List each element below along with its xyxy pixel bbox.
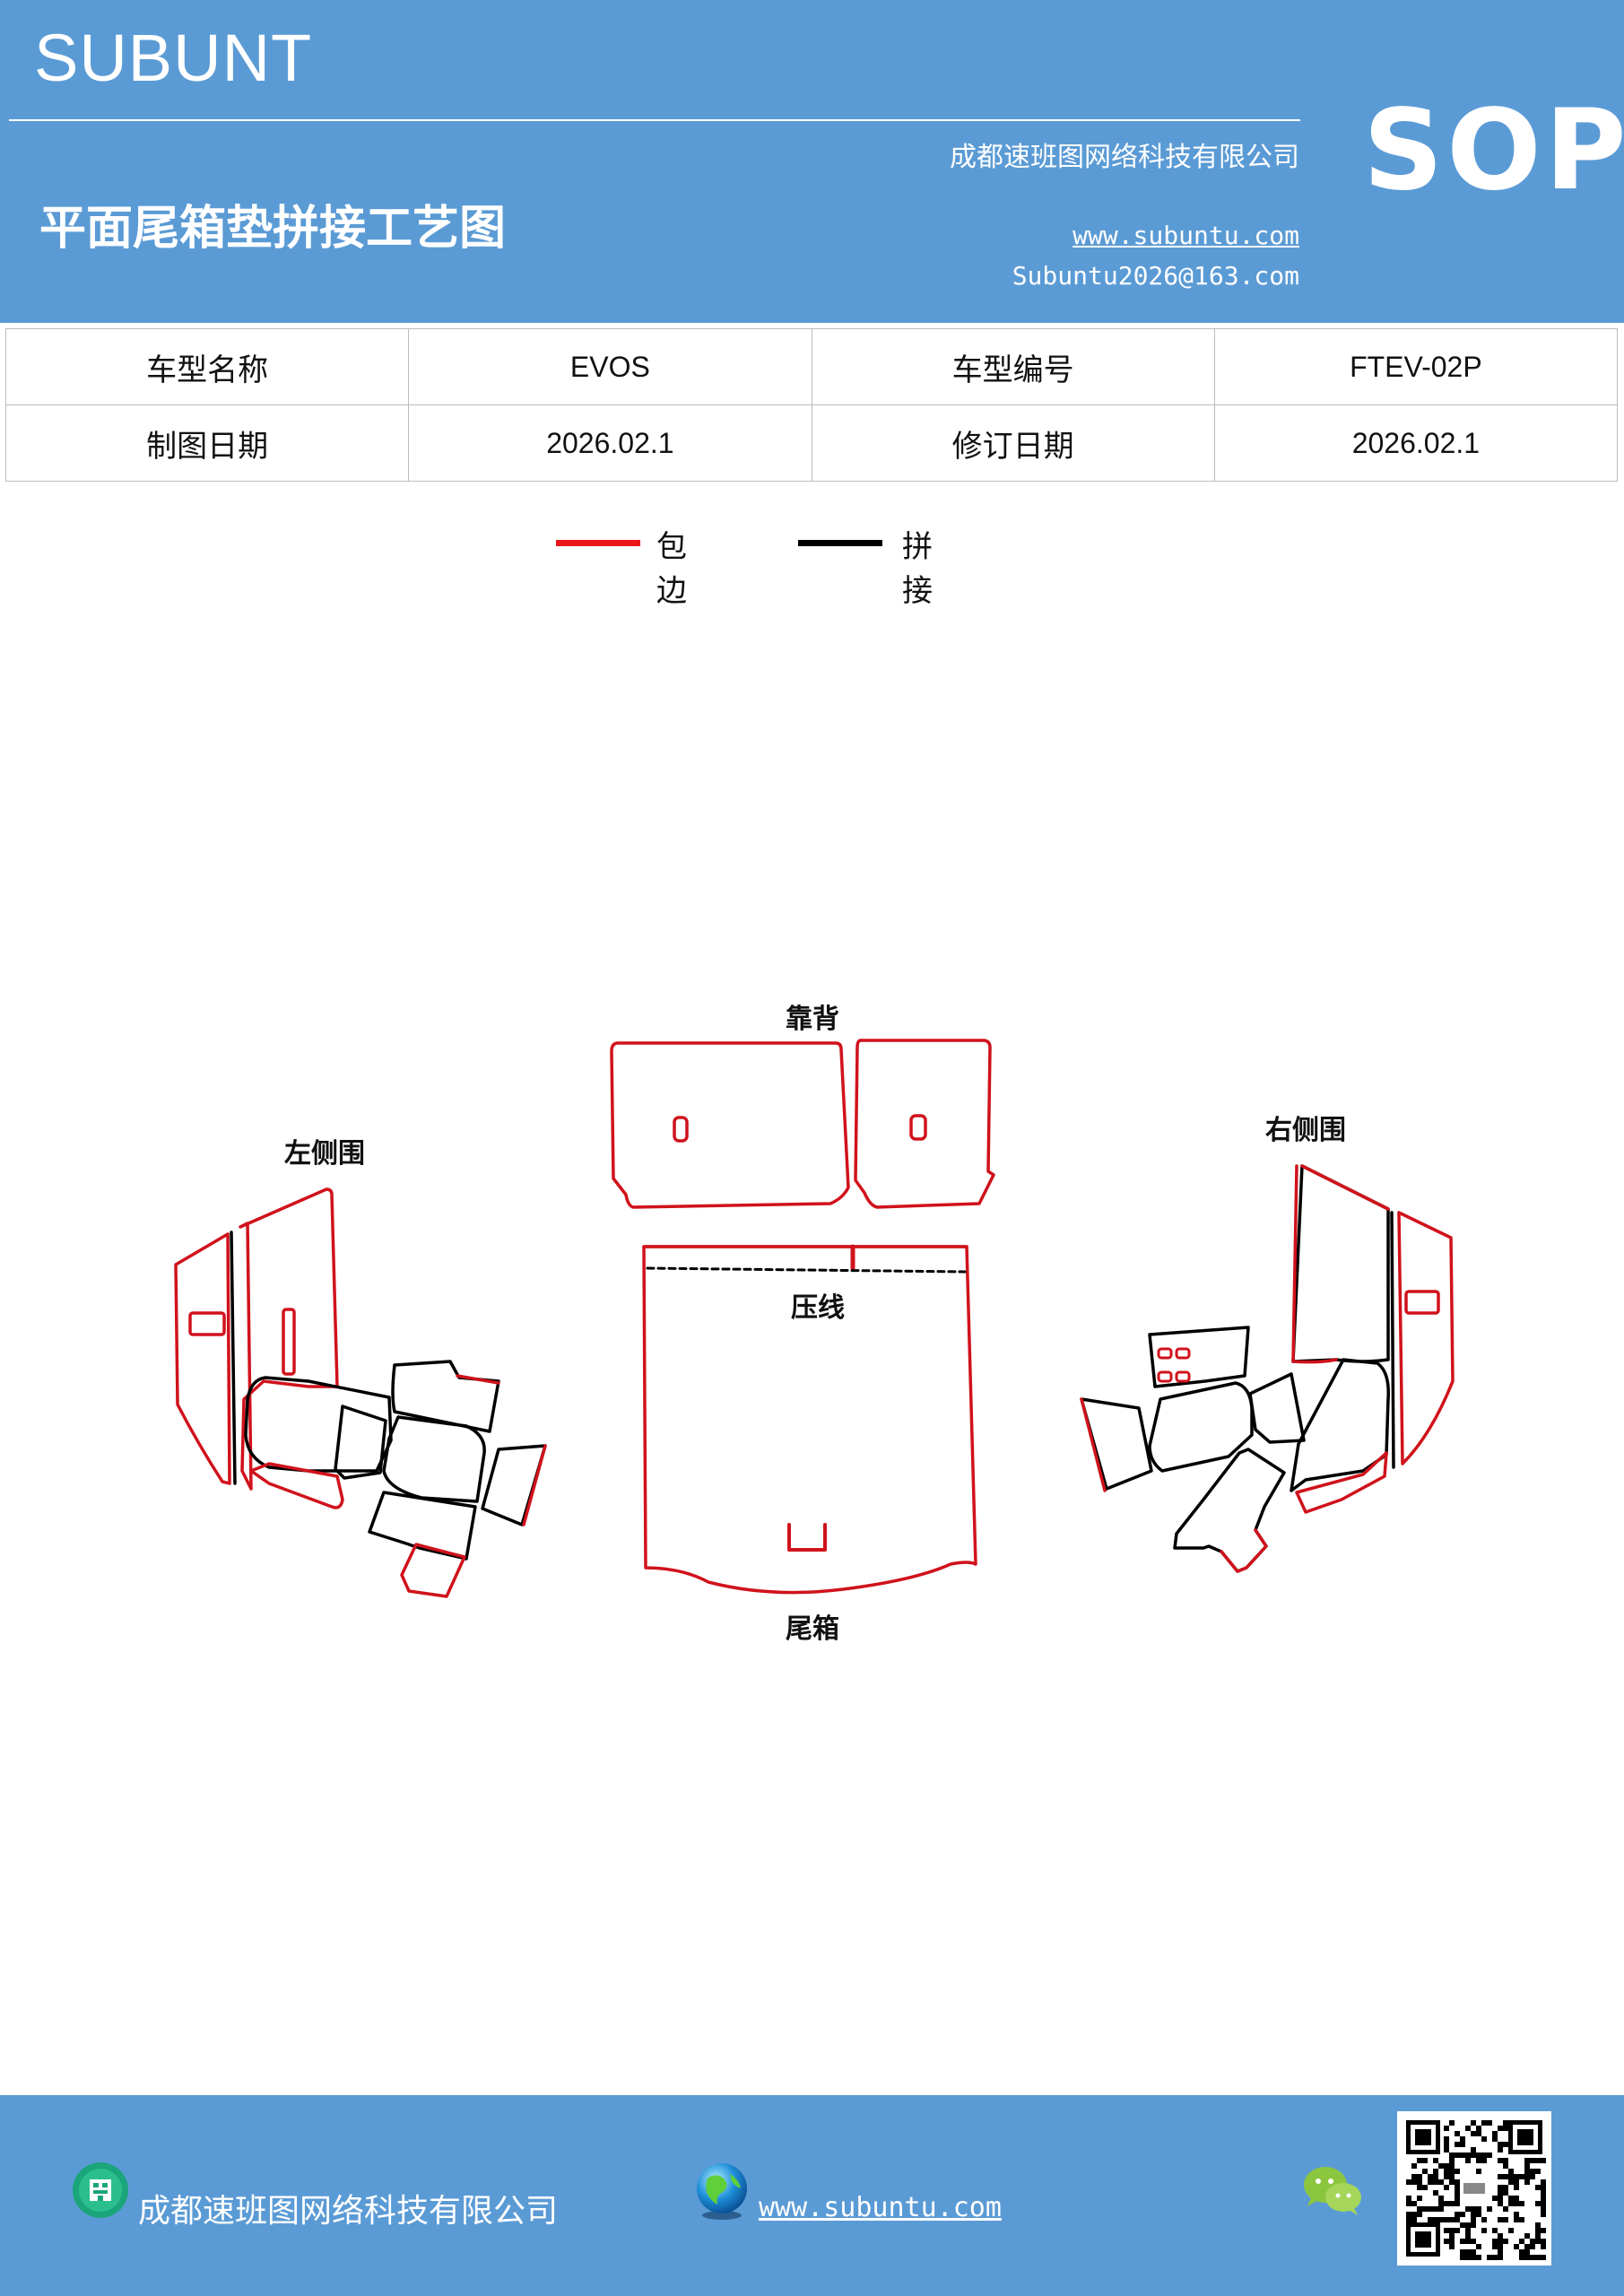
backrest-label: 靠背 xyxy=(786,1004,839,1035)
draw-date-value: 2026.02.1 xyxy=(408,404,812,482)
company-name: 成都速班图网络科技有限公司 xyxy=(950,142,1299,173)
info-table: 车型名称 EVOS 车型编号 FTEV-02P 制图日期 2026.02.1 修… xyxy=(4,328,1619,482)
building-icon xyxy=(72,2161,129,2219)
right-side-label: 右侧围 xyxy=(1265,1115,1346,1146)
sop-badge: SOP xyxy=(1363,86,1624,215)
qr-code-icon[interactable] xyxy=(1397,2111,1551,2266)
backrest-right-panel xyxy=(854,1039,995,1209)
trunk-panel xyxy=(642,1244,977,1595)
model-name-value: EVOS xyxy=(408,328,812,405)
model-code-value: FTEV-02P xyxy=(1213,328,1619,405)
crease-label: 压线 xyxy=(791,1292,845,1324)
left-side-panels xyxy=(174,1187,547,1598)
table-row: 制图日期 2026.02.1 修订日期 2026.02.1 xyxy=(4,404,1619,482)
wechat-icon xyxy=(1302,2163,1363,2217)
backrest-left-panel xyxy=(610,1041,850,1209)
mat-layout-diagram: 靠背 左侧围 右侧围 压线 尾箱 xyxy=(174,1004,1455,1645)
legend-seam-swatch xyxy=(798,540,882,546)
document-title: 平面尾箱垫拼接工艺图 xyxy=(39,202,507,256)
footer-website-link[interactable]: www.subuntu.com xyxy=(759,2192,1002,2223)
header-divider xyxy=(9,119,1300,121)
brand-name: SUBUNT xyxy=(34,21,313,95)
header-banner: SUBUNT 成都速班图网络科技有限公司 平面尾箱垫拼接工艺图 www.subu… xyxy=(0,0,1624,323)
revise-date-value: 2026.02.1 xyxy=(1213,404,1619,482)
website-link[interactable]: www.subuntu.com xyxy=(1073,221,1299,250)
model-name-label: 车型名称 xyxy=(4,328,410,405)
model-code-label: 车型编号 xyxy=(811,328,1215,405)
left-side-label: 左侧围 xyxy=(284,1138,365,1170)
table-row: 车型名称 EVOS 车型编号 FTEV-02P xyxy=(4,328,1619,405)
globe-icon xyxy=(690,2160,753,2222)
legend-edge-label: 包边 xyxy=(656,529,687,609)
draw-date-label: 制图日期 xyxy=(4,404,410,482)
right-side-panels xyxy=(1080,1164,1455,1573)
legend-edge-swatch xyxy=(556,540,640,546)
email-address: Subuntu2026@163.com xyxy=(1012,261,1299,291)
legend-seam-label: 拼接 xyxy=(902,529,933,609)
revise-date-label: 修订日期 xyxy=(811,404,1215,482)
footer-company-name: 成都速班图网络科技有限公司 xyxy=(138,2193,559,2230)
trunk-label: 尾箱 xyxy=(786,1613,839,1645)
footer-banner: 成都速班图网络科技有限公司 www.subuntu.com xyxy=(0,2095,1624,2296)
